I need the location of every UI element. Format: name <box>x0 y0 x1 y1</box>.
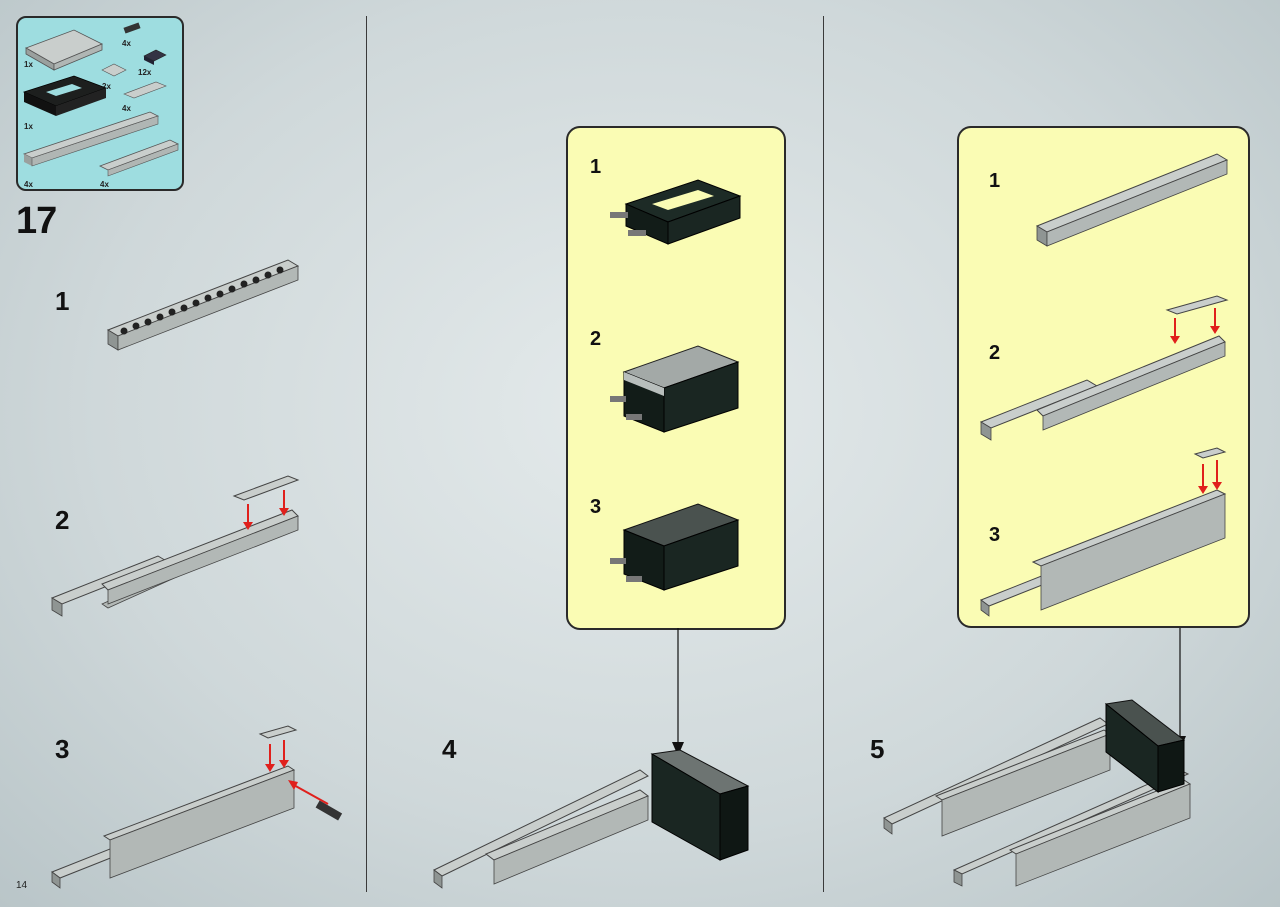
column-divider-left <box>366 16 367 892</box>
qty-beam-10: 4x <box>100 180 109 189</box>
plate-1x2-icon <box>101 63 127 77</box>
beam-step-3 <box>50 725 343 889</box>
frame-substep-3 <box>610 503 740 591</box>
qty-tile: 12x <box>138 68 152 77</box>
beam-step-1 <box>106 259 300 351</box>
assembly-step-5 <box>883 699 1192 887</box>
right-beam-substep-3 <box>979 447 1227 617</box>
left-substep-1: 1 <box>55 286 70 316</box>
qty-plate-1x4: 4x <box>122 104 131 113</box>
qty-frame: 1x <box>24 122 33 131</box>
tile-dark-icon <box>143 49 167 65</box>
right-step-5: 5 <box>870 734 885 764</box>
technic-beam-10-icon <box>98 139 180 177</box>
column-divider-right <box>823 16 824 892</box>
plate-1x4-icon <box>123 81 167 99</box>
qty-plate-1x2: 2x <box>102 82 111 91</box>
main-step-number: 17 <box>16 200 57 242</box>
beam-step-2 <box>50 475 300 617</box>
technic-beam-16-icon <box>22 111 160 167</box>
qty-beam-16: 4x <box>24 180 33 189</box>
qty-peg: 4x <box>122 39 131 48</box>
right-callout-substep-2: 2 <box>989 342 1001 364</box>
left-substep-2: 2 <box>55 505 70 535</box>
connector-peg-icon <box>123 22 141 34</box>
right-callout-substep-1: 1 <box>989 170 1001 192</box>
parts-list-box: 1x 4x 12x 2x 4x 1x 4x 4x <box>16 16 184 191</box>
callout-middle: 1 2 3 <box>566 126 786 630</box>
right-beam-substep-2 <box>979 295 1229 441</box>
right-beam-substep-1 <box>1035 153 1229 247</box>
technic-frame-icon <box>22 75 108 116</box>
qty-plate: 1x <box>24 60 33 69</box>
callout-right: 1 2 3 <box>957 126 1250 628</box>
middle-callout-substep-3: 3 <box>590 496 602 518</box>
middle-callout-substep-1: 1 <box>590 156 602 178</box>
left-substep-3: 3 <box>55 734 70 764</box>
middle-callout-substep-2: 2 <box>590 328 602 350</box>
plate-4x6-icon <box>25 29 103 71</box>
right-callout-substep-3: 3 <box>989 524 1001 546</box>
page-number: 14 <box>16 880 28 891</box>
callout-pointer-middle <box>672 628 684 756</box>
assembly-step-4 <box>433 749 750 889</box>
middle-step-4: 4 <box>442 734 457 764</box>
frame-substep-1 <box>610 179 742 245</box>
frame-substep-2 <box>610 345 740 433</box>
